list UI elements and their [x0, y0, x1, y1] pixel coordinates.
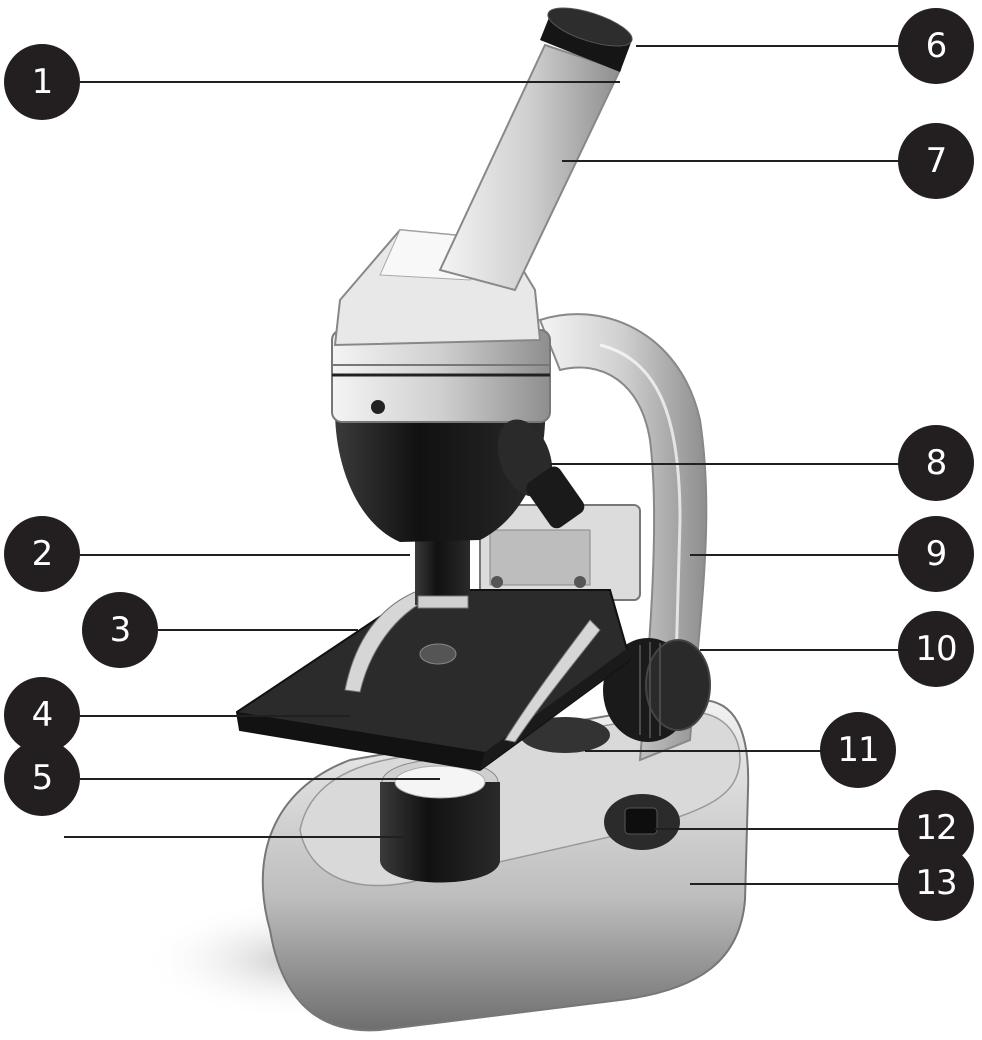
leader-line-5 [80, 778, 440, 780]
marker-9: 9 [898, 516, 974, 592]
marker-7-label: 7 [926, 141, 947, 181]
marker-7: 7 [898, 123, 974, 199]
leader-line-5b [64, 836, 404, 838]
marker-2: 2 [4, 516, 80, 592]
marker-6: 6 [898, 8, 974, 84]
leader-line-7 [562, 160, 900, 162]
marker-8: 8 [898, 425, 974, 501]
focus-knob-front [646, 640, 710, 730]
leader-line-1 [80, 81, 620, 83]
leader-line-4 [80, 715, 350, 717]
marker-2-label: 2 [32, 534, 53, 574]
marker-11: 11 [820, 712, 896, 788]
marker-6-label: 6 [926, 26, 947, 66]
marker-8-label: 8 [926, 443, 947, 483]
marker-12-label: 12 [915, 808, 956, 848]
marker-11-label: 11 [837, 730, 878, 770]
leader-line-10 [700, 649, 900, 651]
marker-9-label: 9 [926, 534, 947, 574]
marker-5: 5 [4, 740, 80, 816]
marker-13-label: 13 [915, 863, 956, 903]
leader-line-11 [585, 750, 825, 752]
marker-1-label: 1 [32, 62, 53, 102]
leader-line-2 [80, 554, 410, 556]
stage-aperture [420, 644, 456, 664]
marker-13: 13 [898, 845, 974, 921]
marker-3: 3 [82, 592, 158, 668]
leader-line-6 [636, 45, 900, 47]
power-switch [625, 808, 657, 834]
leader-line-3 [158, 629, 358, 631]
marker-1: 1 [4, 44, 80, 120]
marker-3-label: 3 [110, 610, 131, 650]
marker-10-label: 10 [915, 629, 956, 669]
marker-5-label: 5 [32, 758, 53, 798]
marker-4-label: 4 [32, 695, 53, 735]
leader-line-8 [550, 463, 900, 465]
marker-10: 10 [898, 611, 974, 687]
leader-line-13 [690, 883, 900, 885]
leader-line-12 [655, 828, 900, 830]
leader-line-9 [690, 554, 900, 556]
